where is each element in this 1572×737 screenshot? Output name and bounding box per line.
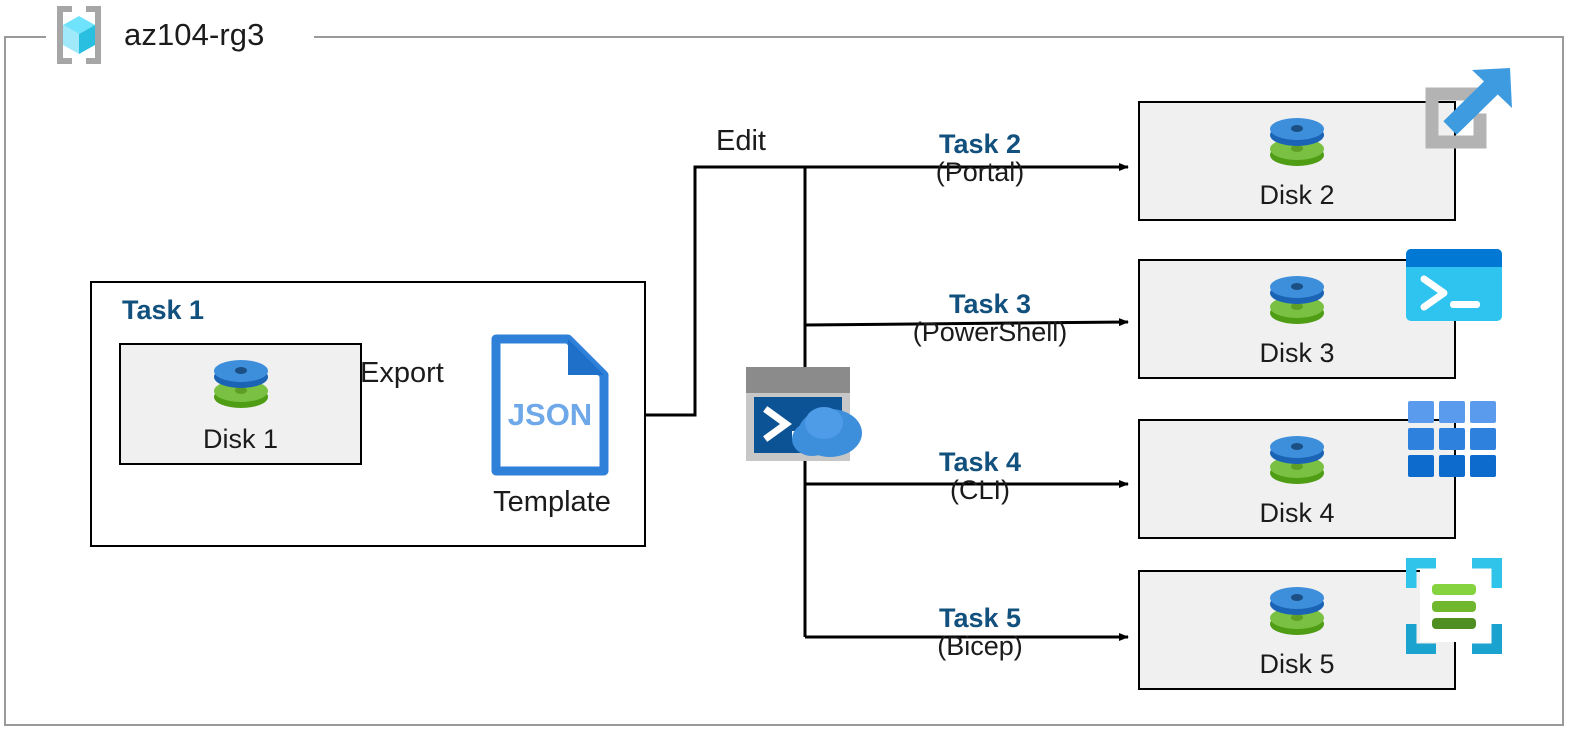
disk3-label: Disk 3	[1259, 338, 1335, 368]
managed-disk-icon	[1270, 584, 1324, 642]
managed-disk-icon	[1270, 115, 1324, 173]
task4-method: (CLI)	[950, 475, 1010, 506]
template-label: Template	[493, 486, 611, 518]
task5-method: (Bicep)	[937, 631, 1023, 662]
disk2-box[interactable]: Disk 2	[1138, 101, 1456, 221]
powershell-icon[interactable]	[1406, 249, 1502, 326]
disk3-box[interactable]: Disk 3	[1138, 259, 1456, 379]
disk1-box[interactable]: Disk 1	[119, 343, 362, 465]
managed-disk-icon	[213, 357, 268, 415]
bicep-template-icon[interactable]	[1399, 551, 1509, 661]
disk4-label: Disk 4	[1259, 498, 1335, 528]
task3-method: (PowerShell)	[912, 317, 1068, 348]
disk1-label: Disk 1	[202, 424, 278, 454]
json-file-type: JSON	[508, 397, 592, 432]
task2-method: (Portal)	[935, 157, 1025, 188]
disk4-box[interactable]: Disk 4	[1138, 419, 1456, 539]
managed-disk-icon	[1270, 433, 1324, 491]
disk5-box[interactable]: Disk 5	[1138, 570, 1456, 690]
task5-label: Task 5	[938, 603, 1022, 633]
resource-group-frame	[4, 36, 1564, 726]
task3-label: Task 3	[948, 289, 1032, 319]
resource-group-cube-icon	[48, 4, 110, 66]
task3-edge-label: Task 3 (PowerShell)	[870, 290, 1110, 347]
task5-edge-label: Task 5 (Bicep)	[870, 604, 1090, 661]
export-label: Export	[360, 357, 444, 389]
managed-disk-icon	[1270, 273, 1324, 331]
disk5-label: Disk 5	[1259, 649, 1335, 679]
azure-portal-icon[interactable]	[1410, 60, 1520, 175]
resource-group-name: az104-rg3	[124, 17, 265, 52]
task1-label: Task 1	[122, 295, 205, 325]
task2-edge-label: Task 2 (Portal)	[870, 130, 1090, 187]
azure-cli-grid-icon[interactable]	[1408, 401, 1498, 484]
task4-label: Task 4	[938, 447, 1022, 477]
task4-edge-label: Task 4 (CLI)	[870, 448, 1090, 505]
disk2-label: Disk 2	[1259, 180, 1335, 210]
resource-group-header: az104-rg3	[48, 4, 265, 66]
azure-cloud-shell-icon[interactable]	[746, 367, 862, 461]
edit-label: Edit	[716, 125, 766, 157]
task2-label: Task 2	[938, 129, 1022, 159]
json-file-icon[interactable]: JSON	[490, 333, 610, 477]
